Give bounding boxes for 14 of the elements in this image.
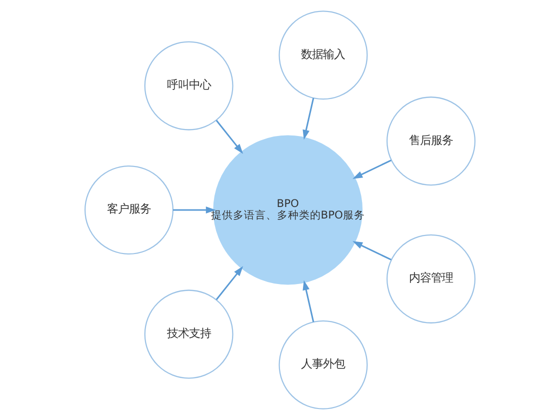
arrow bbox=[173, 206, 216, 214]
arrow bbox=[352, 160, 392, 179]
node-circle: 售后服务 bbox=[386, 96, 476, 186]
arrow bbox=[352, 241, 392, 260]
node-circle: 呼叫中心 bbox=[144, 41, 234, 130]
node-circle: 客户服务 bbox=[84, 165, 174, 255]
node-circle: 人事外包 bbox=[278, 320, 368, 410]
arrow bbox=[302, 98, 314, 140]
node-circle: 技术支持 bbox=[144, 290, 234, 379]
arrow bbox=[216, 120, 244, 154]
node-circle: 数据输入 bbox=[278, 10, 368, 100]
arrow bbox=[302, 280, 314, 322]
node-circle: 内容管理 bbox=[386, 234, 476, 324]
arrow bbox=[216, 266, 244, 300]
